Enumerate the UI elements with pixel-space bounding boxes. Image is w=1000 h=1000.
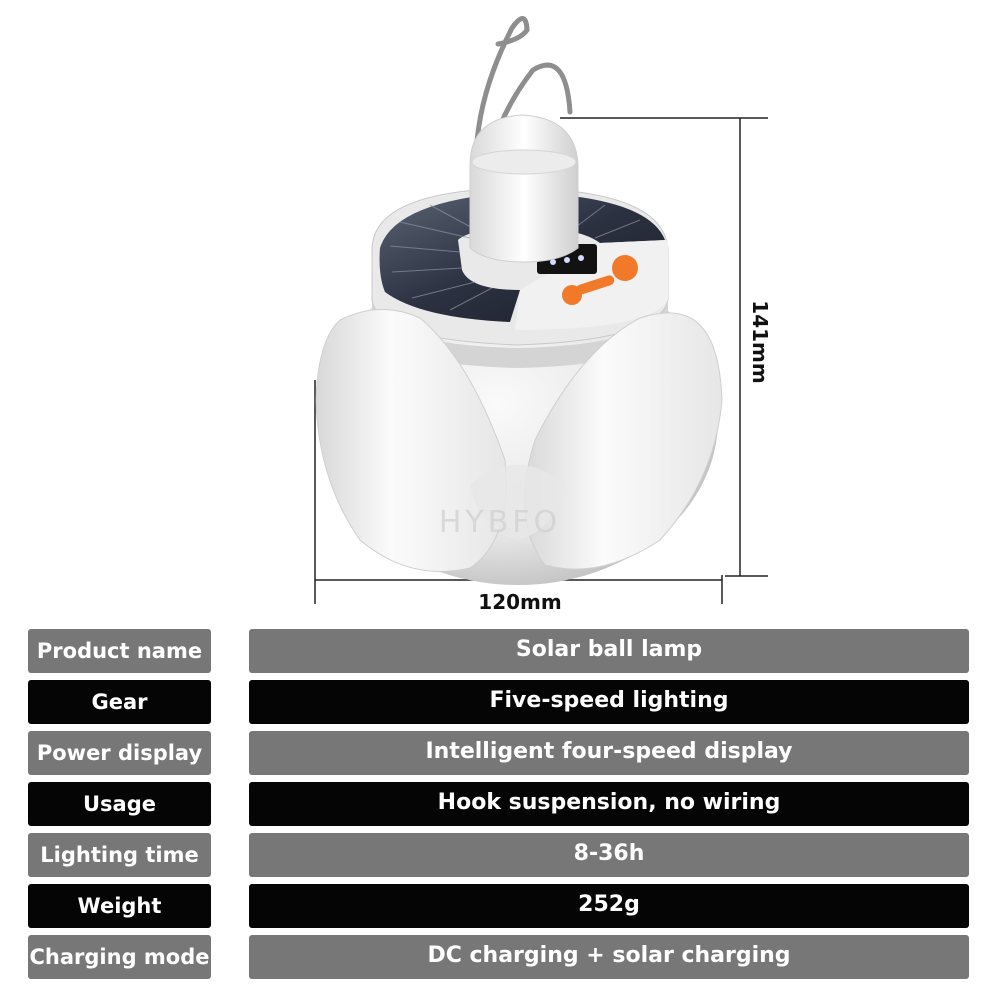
spec-value: Hook suspension, no wiring [249, 782, 969, 826]
width-dimension-label: 120mm [478, 590, 562, 614]
solar-ball-lamp-illustration: HYBFO [314, 16, 768, 604]
spec-value: DC charging + solar charging [249, 935, 969, 979]
lamp-petal-right [524, 312, 723, 570]
spec-label: Gear [28, 680, 211, 724]
spec-row-lighting-time: Lighting time 8-36h [28, 833, 969, 877]
height-dimension-label: 141mm [748, 300, 772, 384]
spec-row-weight: Weight 252g [28, 884, 969, 928]
spec-row-usage: Usage Hook suspension, no wiring [28, 782, 969, 826]
spec-label: Power display [28, 731, 211, 775]
dimension-lines [314, 117, 768, 604]
spec-label: Lighting time [28, 833, 211, 877]
spec-value: Solar ball lamp [249, 629, 969, 673]
lamp-petal-left [315, 309, 507, 572]
spec-row-gear: Gear Five-speed lighting [28, 680, 969, 724]
spec-row-power-display: Power display Intelligent four-speed dis… [28, 731, 969, 775]
spec-label: Usage [28, 782, 211, 826]
spec-label: Charging mode [28, 935, 211, 979]
spec-value: 252g [249, 884, 969, 928]
spec-value: 8-36h [249, 833, 969, 877]
spec-label: Weight [28, 884, 211, 928]
product-image: HYBFO [314, 16, 768, 604]
spec-row-charging-mode: Charging mode DC charging + solar chargi… [28, 935, 969, 979]
spec-label: Product name [28, 629, 211, 673]
lamp-cap [469, 114, 579, 263]
spec-value: Five-speed lighting [249, 680, 969, 724]
watermark-text: HYBFO [439, 505, 561, 540]
power-indicator-dots [550, 255, 584, 265]
switch-button[interactable] [562, 255, 638, 305]
spec-value: Intelligent four-speed display [249, 731, 969, 775]
spec-row-product-name: Product name Solar ball lamp [28, 629, 969, 673]
